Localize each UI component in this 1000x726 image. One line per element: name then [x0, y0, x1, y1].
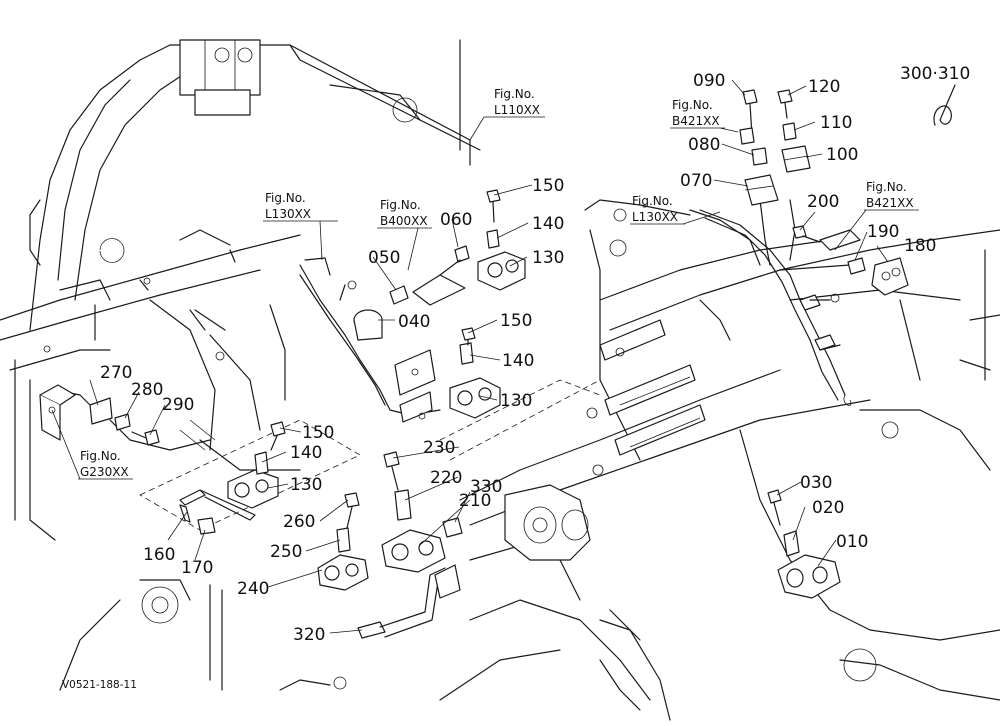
part-210-clamp: [381, 529, 446, 573]
callout-140-upper: 140: [532, 214, 564, 234]
part-300-310-tie: [933, 84, 956, 126]
callout-170: 170: [181, 558, 213, 578]
callout-030: 030: [800, 473, 832, 493]
fig-ref-g230xx: G230XX: [80, 465, 129, 479]
part-040-spacer: [353, 309, 383, 341]
callout-200: 200: [807, 192, 839, 212]
part-290-bolt: [131, 429, 160, 446]
callout-300-310: 300·310: [900, 64, 970, 84]
part-280-collar: [114, 413, 131, 431]
callout-010: 010: [836, 532, 868, 552]
part-060-bolt: [412, 245, 470, 306]
callout-140-middle: 140: [502, 351, 534, 371]
callout-180: 180: [904, 236, 936, 256]
fig-ref-b400xx: B400XX: [380, 214, 428, 228]
callout-numbers: 010 020 030 040 050 060 070 080 090 100 …: [100, 64, 970, 645]
wiring-harness: [689, 199, 852, 406]
callout-250: 250: [270, 542, 302, 562]
part-160-bracket: [179, 489, 256, 523]
callout-160: 160: [143, 545, 175, 565]
leader-lines: [51, 79, 919, 634]
part-250-collar: [336, 527, 351, 553]
part-130-clamp-lower: [227, 469, 279, 509]
part-270-bracket: [39, 384, 113, 441]
part-100-clamp: [781, 145, 811, 173]
part-190-collar: [847, 257, 866, 275]
drawing-code: V0521-188-11: [62, 679, 137, 691]
fig-ref-label: Fig.No.: [672, 98, 713, 112]
callout-150-lower: 150: [302, 423, 334, 443]
callout-130-lower: 130: [290, 475, 322, 495]
part-170-nut: [197, 517, 216, 535]
part-180-clamp: [871, 257, 909, 296]
fig-ref-label: Fig.No.: [80, 449, 121, 463]
fig-ref-l110xx: L110XX: [494, 103, 540, 117]
fig-ref-l130xx-right: L130XX: [632, 210, 678, 224]
part-010-clamp: [777, 554, 841, 599]
callout-280: 280: [131, 380, 163, 400]
callout-090: 090: [693, 71, 725, 91]
callout-050: 050: [368, 248, 400, 268]
callout-320: 320: [293, 625, 325, 645]
callout-260: 260: [283, 512, 315, 532]
callout-150-middle: 150: [500, 311, 532, 331]
fig-ref-b421xx-right: B421XX: [866, 196, 914, 210]
part-120-bolt: [777, 89, 793, 119]
callout-040: 040: [398, 312, 430, 332]
callout-130-upper: 130: [532, 248, 564, 268]
callout-270: 270: [100, 363, 132, 383]
callout-220: 220: [430, 468, 462, 488]
part-220-collar: [394, 489, 412, 521]
callout-070: 070: [680, 171, 712, 191]
fig-ref-label: Fig.No.: [632, 194, 673, 208]
part-200-bolt: [792, 225, 861, 251]
part-130-clamp-upper: [477, 251, 526, 291]
fig-ref-label: Fig.No.: [380, 198, 421, 212]
callout-330: 330: [470, 477, 502, 497]
part-030-bolt: [767, 489, 782, 526]
callout-110: 110: [820, 113, 852, 133]
part-090-bolt: [739, 89, 758, 145]
callout-140-lower: 140: [290, 443, 322, 463]
fig-ref-l130xx-left: L130XX: [265, 207, 311, 221]
part-110-collar: [782, 122, 797, 141]
fig-ref-label: Fig.No.: [866, 180, 907, 194]
part-140-collars: [254, 229, 500, 475]
callout-190: 190: [867, 222, 899, 242]
machine-frame: [0, 39, 1000, 721]
fig-ref-label: Fig.No.: [265, 191, 306, 205]
callout-120: 120: [808, 77, 840, 97]
callout-100: 100: [826, 145, 858, 165]
part-240-clamp: [317, 554, 369, 591]
callout-290: 290: [162, 395, 194, 415]
part-230-bolt: [383, 451, 400, 491]
part-080-collar: [751, 147, 768, 166]
fig-ref-b421xx-top: B421XX: [672, 114, 720, 128]
figure-references: Fig.No. L110XX Fig.No. L130XX Fig.No. B4…: [80, 87, 914, 479]
callout-240: 240: [237, 579, 269, 599]
callout-150-upper: 150: [532, 176, 564, 196]
callout-080: 080: [688, 135, 720, 155]
part-070-clamp: [744, 174, 779, 206]
callout-020: 020: [812, 498, 844, 518]
part-020-collar: [783, 530, 800, 557]
part-320-stay: [357, 564, 461, 639]
callout-230: 230: [423, 438, 455, 458]
part-330-nut: [442, 517, 463, 538]
part-130-clamp-middle: [449, 377, 501, 419]
callout-060: 060: [440, 210, 472, 230]
callout-210: 210: [459, 491, 491, 511]
part-260-bolt: [344, 492, 360, 529]
callout-130-middle: 130: [500, 391, 532, 411]
part-050-collar: [389, 285, 409, 305]
fig-ref-label: Fig.No.: [494, 87, 535, 101]
